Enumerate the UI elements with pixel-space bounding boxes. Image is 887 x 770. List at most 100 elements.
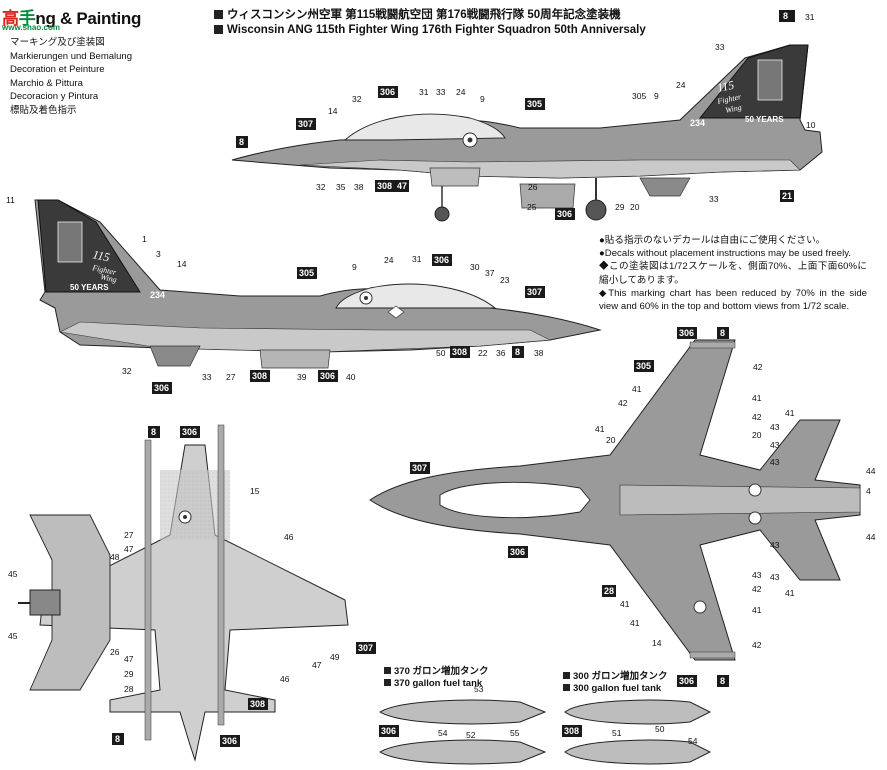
site-watermark: www.shao.com <box>2 23 60 32</box>
logo-tail: ng & Painting <box>35 9 142 28</box>
callout-number: 41 <box>752 393 762 403</box>
svg-text:308: 308 <box>452 347 467 357</box>
callout-tag: 8 <box>148 426 160 438</box>
wingtip-rail-top <box>689 341 736 349</box>
svg-text:307: 307 <box>358 643 373 653</box>
tank-370-title: 370 ガロン増加タンク 370 gallon fuel tank <box>384 666 489 690</box>
svg-text:308: 308 <box>250 699 265 709</box>
language-item: Markierungen und Bemalung <box>10 50 132 62</box>
svg-text:8: 8 <box>783 11 788 21</box>
callout-number: 14 <box>177 259 187 269</box>
badger-art <box>757 59 783 101</box>
fuel-tank-300 <box>564 699 712 765</box>
title-english: Wisconsin ANG 115th Fighter Wing 176th F… <box>227 24 646 36</box>
callout-number: 44 <box>866 532 876 542</box>
callout-tag: 307 <box>410 462 430 474</box>
callout-number: 26 <box>528 182 538 192</box>
logo-char-1: 高 <box>2 9 19 28</box>
callout-number: 38 <box>534 348 544 358</box>
tank-300-jp: 300 ガロン増加タンク <box>573 671 668 682</box>
callout-number: 42 <box>752 584 762 594</box>
callout-number: 14 <box>652 638 662 648</box>
callout-tag: 305 <box>634 360 654 372</box>
callout-tag: 308 <box>375 180 395 192</box>
callout-tag: 305 <box>525 98 545 110</box>
callout-tag: 8 <box>112 733 124 745</box>
callout-tag: 47 <box>395 180 409 192</box>
callout-number: 47 <box>312 660 322 670</box>
tank-300-top <box>564 739 712 765</box>
callout-tag: 306 <box>508 546 528 558</box>
placement-notes: ●貼る指示のないデカールは自由にご使用ください。 ●Decals without… <box>599 234 867 313</box>
tank-370-top <box>379 739 547 765</box>
badge-diamond <box>387 305 405 319</box>
belly-side-1 <box>299 159 801 179</box>
callout-number: 43 <box>770 457 780 467</box>
side-view-right-facing: 115 Fighter Wing 50 YEARS 234 <box>34 199 602 369</box>
callout-number: 33 <box>202 372 212 382</box>
callout-number: 3 <box>156 249 161 259</box>
callout-number: 41 <box>785 408 795 418</box>
callout-number: 53 <box>474 684 484 694</box>
sheet-header-logo: 高手ng & Painting <box>2 4 141 29</box>
callout-number: 33 <box>715 42 725 52</box>
callout-number: 24 <box>456 87 466 97</box>
tail-fin-side-2 <box>37 199 141 293</box>
intake-side-1 <box>429 167 481 187</box>
callout-number: 54 <box>688 736 698 746</box>
nozzle-bottom <box>29 589 61 616</box>
svg-text:306: 306 <box>679 328 694 338</box>
callout-number: 46 <box>284 532 294 542</box>
canopy-side-2 <box>335 283 497 309</box>
callout-tag: 306 <box>318 370 338 382</box>
callout-number: 43 <box>770 540 780 550</box>
callout-number: 38 <box>354 182 364 192</box>
callout-number: 50 <box>436 348 446 358</box>
svg-text:8: 8 <box>720 328 725 338</box>
callout-number: 9 <box>654 91 659 101</box>
bullet-square-icon <box>214 10 223 19</box>
callout-tag: 8 <box>717 327 729 339</box>
svg-text:307: 307 <box>298 119 313 129</box>
callout-number: 42 <box>753 362 763 372</box>
svg-text:306: 306 <box>679 676 694 686</box>
callout-number: 25 <box>527 202 537 212</box>
callout-numbers: 31 33 24 9 305 10 31 33 24 9 32 14 32 35… <box>6 12 876 746</box>
callout-number: 29 <box>124 669 134 679</box>
badger-art-2 <box>57 221 83 263</box>
callout-number: 22 <box>478 348 488 358</box>
callout-number: 33 <box>709 194 719 204</box>
callout-tag: 8 <box>779 10 795 22</box>
callout-number: 24 <box>676 80 686 90</box>
callout-tag: 306 <box>379 725 399 737</box>
language-item: 標貼及着色指示 <box>10 104 77 116</box>
spine-top <box>619 484 861 516</box>
callout-number: 41 <box>752 605 762 615</box>
callout-number: 33 <box>436 87 446 97</box>
stabilizer-bottom <box>29 514 111 691</box>
callout-number: 41 <box>785 588 795 598</box>
bottom-view <box>18 424 349 762</box>
note-jp-scale: ◆この塗装図は1/72スケールを、側面70%、上面下面60%に縮小してあります。 <box>599 261 867 286</box>
tail-text-115-2: 115 <box>91 247 111 264</box>
sheet-title: ウィスコンシン州空軍 第115戦闘航空団 第176戦闘飛行隊 50周年記念塗装機… <box>214 8 646 38</box>
callout-tag: 306 <box>378 86 398 98</box>
ventral-fin-side-2 <box>149 345 201 367</box>
bullet-square-icon <box>563 684 570 691</box>
callout-number: 31 <box>412 254 422 264</box>
callout-tag: 306 <box>152 382 172 394</box>
callout-number: 11 <box>6 195 15 205</box>
svg-text:47: 47 <box>397 181 407 191</box>
svg-text:8: 8 <box>115 734 120 744</box>
svg-text:306: 306 <box>182 427 197 437</box>
bullet-square-icon <box>563 672 570 679</box>
callout-number: 9 <box>480 94 485 104</box>
svg-text:8: 8 <box>151 427 156 437</box>
callout-number: 15 <box>250 486 260 496</box>
callout-tag: 306 <box>432 254 452 266</box>
svg-text:307: 307 <box>527 287 542 297</box>
callout-number: 10 <box>806 120 816 130</box>
tank-370-en: 370 gallon fuel tank <box>394 678 483 689</box>
bullet-square-icon <box>384 667 391 674</box>
